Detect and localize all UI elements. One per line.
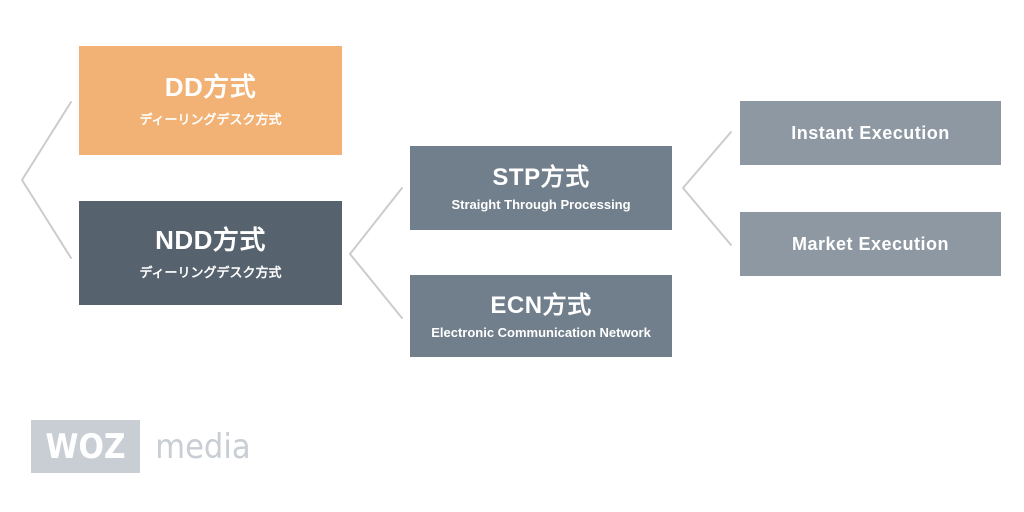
node-ecn-subtitle: Electronic Communication Network [431, 324, 651, 340]
node-dd-method[interactable]: DD方式 ディーリングデスク方式 [79, 46, 342, 155]
node-market-execution[interactable]: Market Execution [740, 212, 1001, 276]
node-dd-subtitle: ディーリングデスク方式 [139, 112, 282, 128]
node-stp-title: STP方式 [492, 163, 590, 191]
woz-media-logo: WOZ media [31, 420, 256, 473]
node-ndd-method[interactable]: NDD方式 ディーリングデスク方式 [79, 201, 342, 305]
node-ndd-title: NDD方式 [155, 224, 266, 255]
logo-mark: WOZ [31, 420, 141, 473]
connector-root-split [21, 101, 72, 259]
logo-mark-text: WOZ [45, 426, 126, 467]
node-stp-method[interactable]: STP方式 Straight Through Processing [410, 146, 672, 230]
node-dd-title: DD方式 [164, 72, 257, 103]
node-ndd-subtitle: ディーリングデスク方式 [139, 264, 282, 280]
node-instant-execution[interactable]: Instant Execution [740, 101, 1001, 165]
node-ecn-method[interactable]: ECN方式 Electronic Communication Network [410, 275, 672, 357]
connector-stp-split [682, 131, 732, 246]
node-instant-execution-title: Instant Execution [791, 122, 950, 143]
logo-wordmark-text: media [155, 426, 251, 467]
node-stp-subtitle: Straight Through Processing [451, 196, 631, 212]
node-ecn-title: ECN方式 [490, 291, 592, 319]
logo-wordmark: media [140, 420, 256, 473]
node-market-execution-title: Market Execution [791, 233, 950, 254]
